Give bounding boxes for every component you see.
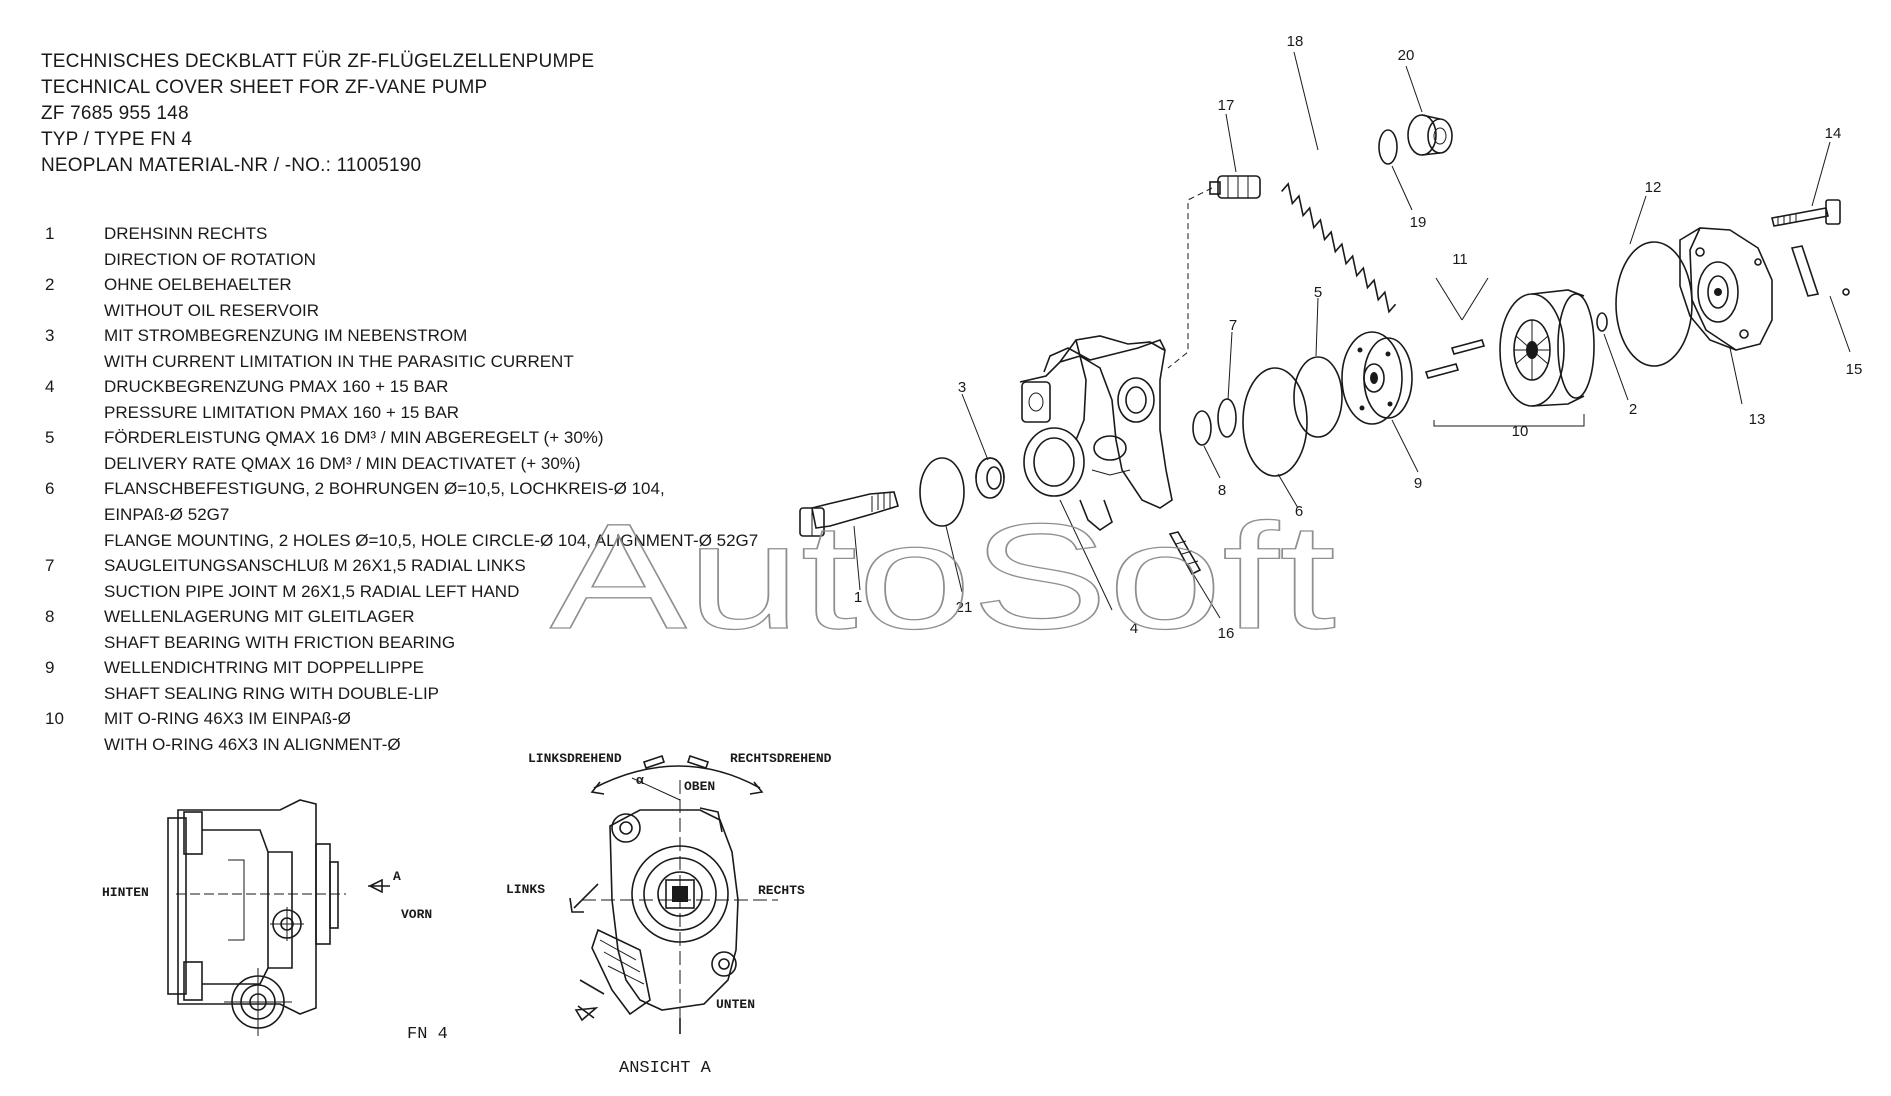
pressure-plate-part-9 — [1341, 331, 1413, 425]
callout-9: 9 — [1414, 475, 1422, 492]
callout-3: 3 — [958, 379, 966, 396]
spec-text: DREHSINN RECHTS — [104, 224, 268, 243]
o-ring-part-7 — [1217, 398, 1237, 438]
callout-19: 19 — [1410, 214, 1427, 231]
spec-number: 7 — [45, 556, 55, 575]
o-ring-part-19 — [1378, 129, 1398, 165]
callout-12: 12 — [1645, 179, 1662, 196]
callout-4: 4 — [1130, 620, 1138, 637]
label-linksdrehend: LINKSDREHEND — [528, 751, 622, 766]
callout-1: 1 — [854, 589, 862, 606]
label-oben: OBEN — [684, 779, 715, 794]
pump-housing — [1019, 335, 1173, 531]
spec-text: WITH CURRENT LIMITATION IN THE PARASITIC… — [104, 352, 574, 371]
spec-text: FÖRDERLEISTUNG QMAX 16 DM³ / MIN ABGEREG… — [104, 428, 604, 447]
side-view-fn4: HINTEN A VORN FN 4 — [102, 799, 448, 1044]
spec-text: WITHOUT OIL RESERVOIR — [104, 301, 320, 320]
neoplan-material-number: NEOPLAN MATERIAL-NR / -NO.: 11005190 — [41, 155, 422, 176]
caption-ansicht-a: ANSICHT A — [619, 1059, 712, 1078]
rotor-assembly-part-10 — [1499, 289, 1595, 407]
spec-text: DRUCKBEGRENZUNG PMAX 160 + 15 BAR — [104, 377, 449, 396]
callout-13: 13 — [1749, 411, 1766, 428]
shaft-seal-part-3 — [975, 457, 1005, 499]
spec-text: WELLENDICHTRING MIT DOPPELLIPPE — [104, 658, 424, 677]
spec-number: 3 — [45, 326, 55, 345]
callout-leaders — [853, 51, 1851, 619]
spec-text: OHNE OELBEHAELTER — [104, 275, 292, 294]
label-unten: UNTEN — [716, 997, 755, 1012]
o-ring-part-21 — [919, 457, 965, 527]
bolt-part-14 — [1771, 199, 1841, 227]
callout-18: 18 — [1287, 33, 1304, 50]
callout-8: 8 — [1218, 482, 1226, 499]
caption-fn4: FN 4 — [407, 1025, 448, 1044]
name-plate-part-15 — [1790, 245, 1850, 297]
spec-text: SAUGLEITUNGSANSCHLUß M 26X1,5 RADIAL LIN… — [104, 556, 526, 575]
dowel-pins-part-11 — [1424, 339, 1486, 379]
callout-15: 15 — [1846, 361, 1863, 378]
callout-20: 20 — [1398, 47, 1415, 64]
spring-part-18 — [1281, 182, 1397, 314]
label-vorn: VORN — [401, 907, 432, 922]
pump-cover-part-13 — [1679, 227, 1773, 351]
exploded-view: 1 2 3 4 5 6 7 8 9 10 11 12 13 14 15 16 1… — [799, 33, 1863, 642]
pin-part-16 — [1168, 531, 1202, 576]
spec-text: FLANGE MOUNTING, 2 HOLES Ø=10,5, HOLE CI… — [104, 531, 759, 550]
o-ring-part-12 — [1615, 241, 1693, 367]
spec-text: WITH O-RING 46X3 IN ALIGNMENT-Ø — [104, 735, 401, 754]
spec-text: DIRECTION OF ROTATION — [104, 250, 316, 269]
spec-number: 6 — [45, 479, 55, 498]
spec-text: PRESSURE LIMITATION PMAX 160 + 15 BAR — [104, 403, 460, 422]
watermark-logo: AutoSoft — [550, 492, 1336, 660]
label-rechts: RECHTS — [758, 883, 805, 898]
spec-text: WELLENLAGERUNG MIT GLEITLAGER — [104, 607, 415, 626]
part-number: ZF 7685 955 148 — [41, 103, 189, 124]
spec-text: SUCTION PIPE JOINT M 26X1,5 RADIAL LEFT … — [104, 582, 520, 601]
callout-6: 6 — [1295, 503, 1303, 520]
valve-plug-part-17 — [1209, 175, 1261, 199]
spec-number: 9 — [45, 658, 55, 677]
callout-10: 10 — [1512, 423, 1529, 440]
title-en: TECHNICAL COVER SHEET FOR ZF-VANE PUMP — [41, 77, 488, 98]
spec-number: 4 — [45, 377, 55, 396]
callout-21: 21 — [956, 599, 973, 616]
view-a: LINKSDREHEND RECHTSDREHEND α OBEN LINKS … — [506, 751, 832, 1078]
drive-shaft-part-1 — [799, 491, 899, 537]
spec-text: MIT STROMBEGRENZUNG IM NEBENSTROM — [104, 326, 468, 345]
label-rechtsdrehend: RECHTSDREHEND — [730, 751, 832, 766]
callout-7: 7 — [1229, 317, 1237, 334]
spec-text: SHAFT SEALING RING WITH DOUBLE-LIP — [104, 684, 440, 703]
screw-plug-part-20 — [1407, 114, 1453, 156]
spec-number: 8 — [45, 607, 55, 626]
title-de: TECHNISCHES DECKBLATT FÜR ZF-FLÜGELZELLE… — [41, 51, 595, 72]
label-alpha: α — [636, 773, 644, 788]
spec-text: MIT O-RING 46X3 IM EINPAß-Ø — [104, 709, 351, 728]
spec-number: 1 — [45, 224, 55, 243]
label-a-arrow: A — [393, 869, 401, 884]
spec-number: 10 — [45, 709, 64, 728]
callout-5: 5 — [1314, 284, 1322, 301]
label-hinten: HINTEN — [102, 885, 149, 900]
spec-text: EINPAß-Ø 52G7 — [104, 505, 230, 524]
pump-type: TYP / TYPE FN 4 — [41, 129, 193, 150]
spec-number: 2 — [45, 275, 55, 294]
spec-number: 5 — [45, 428, 55, 447]
o-ring-part-6 — [1242, 367, 1308, 477]
label-links: LINKS — [506, 882, 545, 897]
callout-16: 16 — [1218, 625, 1235, 642]
spec-text: SHAFT BEARING WITH FRICTION BEARING — [104, 633, 456, 652]
spec-text: FLANSCHBEFESTIGUNG, 2 BOHRUNGEN Ø=10,5, … — [104, 479, 665, 498]
o-ring-part-5 — [1293, 356, 1343, 438]
callout-11: 11 — [1452, 251, 1468, 268]
callout-2: 2 — [1629, 401, 1637, 418]
callout-17: 17 — [1218, 97, 1235, 114]
valve-path-dashed — [1167, 187, 1213, 369]
spec-text: DELIVERY RATE QMAX 16 DM³ / MIN DEACTIVA… — [104, 454, 581, 473]
o-ring-part-8 — [1192, 410, 1212, 446]
callout-14: 14 — [1825, 125, 1842, 142]
o-ring-part-2 — [1596, 312, 1608, 332]
